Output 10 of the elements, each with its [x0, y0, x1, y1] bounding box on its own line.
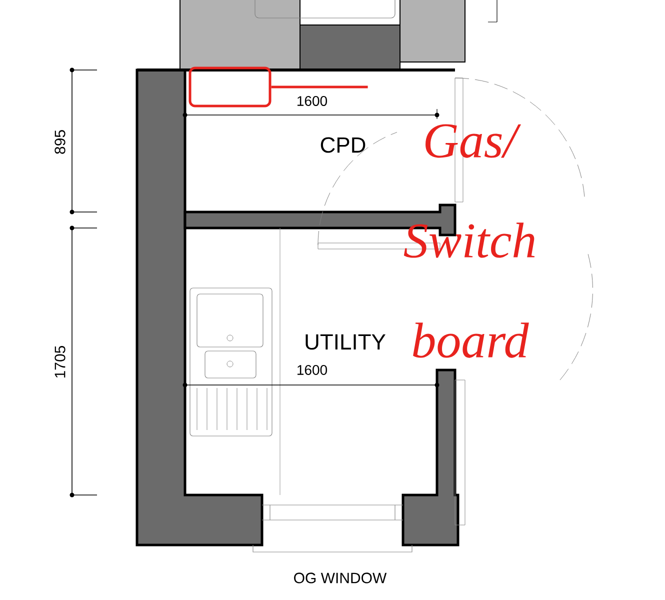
dimension-label: 895 — [54, 130, 66, 154]
dimension-label: 1600 — [298, 365, 328, 375]
dimension-label: 1600 — [298, 96, 328, 106]
room-label: UTILITY — [306, 334, 386, 350]
leader-line — [271, 86, 368, 88]
room-label: CPD — [320, 137, 366, 153]
highlight-box — [188, 66, 272, 108]
dimension-label: 1705 — [54, 346, 66, 378]
window-label: OG WINDOW — [294, 572, 387, 584]
handwritten-note: Gas/ Switch board — [404, 124, 535, 358]
